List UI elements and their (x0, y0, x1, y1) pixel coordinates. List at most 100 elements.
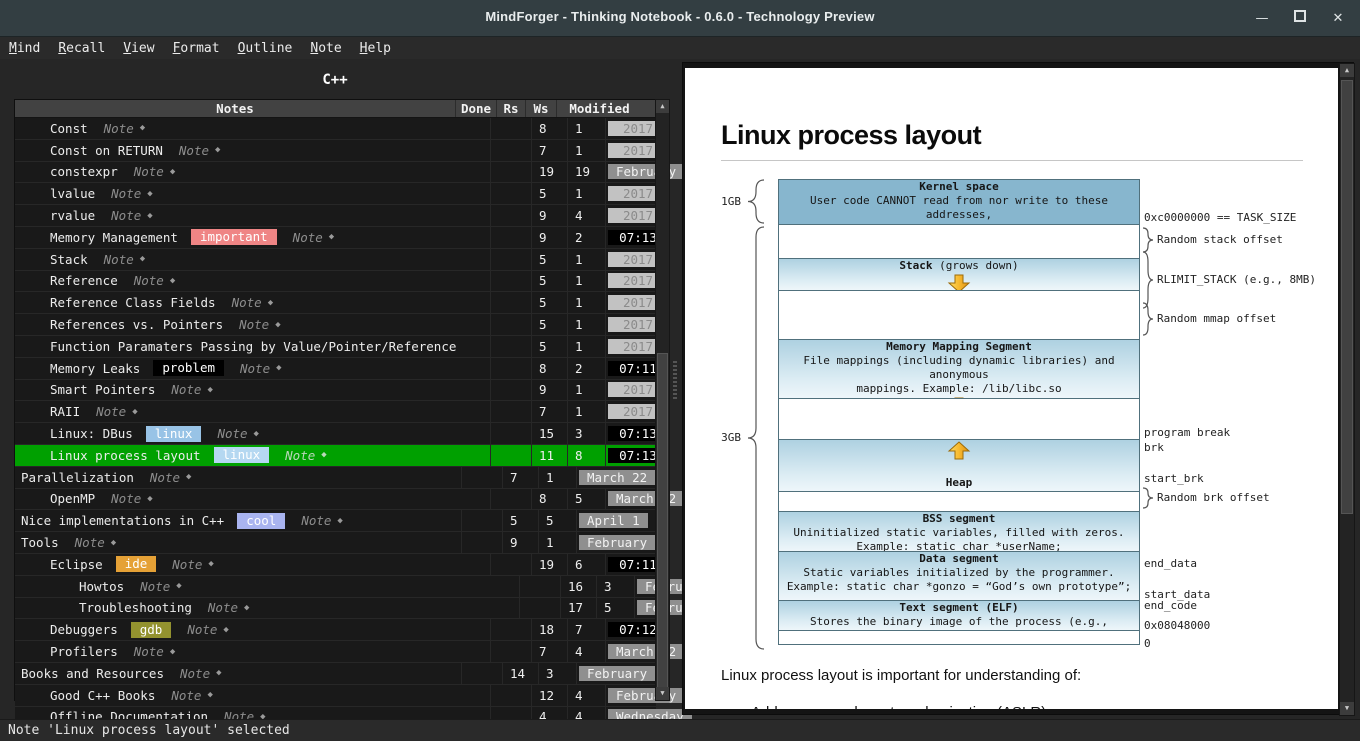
scroll-up-icon[interactable]: ▲ (656, 100, 669, 113)
document-scrollbar-thumb[interactable] (1341, 80, 1353, 514)
document-heading: Linux process layout (721, 120, 982, 150)
diagram-annotation: Random brk offset (1157, 491, 1270, 504)
diagram-annotation: Random stack offset (1157, 233, 1283, 246)
done-cell (491, 488, 532, 510)
note-suffix: Note (187, 622, 218, 638)
menu-item-view[interactable]: View (123, 40, 155, 56)
document-scrollbar[interactable]: ▲ ▼ (1339, 63, 1355, 716)
writes-cell: 1 (568, 401, 606, 423)
close-icon[interactable]: ✕ (1332, 10, 1344, 26)
done-cell (491, 139, 532, 161)
writes-cell: 19 (568, 161, 606, 183)
menu-item-outline[interactable]: Outline (237, 40, 293, 56)
modified-badge: 2017 (608, 295, 668, 311)
modified-badge: March 22 (579, 469, 656, 485)
menu-item-recall[interactable]: Recall (58, 40, 106, 56)
column-header-done[interactable]: Done (456, 100, 497, 117)
diamond-icon: ◆ (275, 319, 281, 330)
note-suffix: Note (96, 404, 127, 420)
note-suffix: Note (103, 251, 134, 267)
modified-cell: 2017 (606, 292, 693, 313)
box-text-line: doing so results in a Segmentation Fault (779, 222, 1139, 224)
done-cell (462, 532, 503, 553)
scroll-up-icon[interactable]: ▲ (1340, 64, 1354, 77)
done-cell (491, 423, 532, 444)
box-text-line: Example: static char *userName; (856, 540, 1062, 552)
done-cell (491, 292, 532, 314)
window-controls: — ✕ (1254, 0, 1360, 36)
column-header-notes[interactable]: Notes (15, 100, 456, 117)
table-scrollbar[interactable]: ▲ ▼ (655, 99, 670, 701)
reads-cell: 19 (532, 553, 568, 575)
column-header-ws[interactable]: Ws (526, 100, 557, 117)
diagram-annotation: RLIMIT_STACK (e.g., 8MB) (1157, 273, 1316, 286)
right-brace-icon (1142, 302, 1154, 340)
modified-cell: 07:12 (606, 619, 693, 640)
maximize-icon[interactable] (1292, 10, 1308, 26)
writes-cell: 1 (568, 335, 606, 357)
column-header-modified[interactable]: Modified (569, 101, 630, 116)
note-label: Const on RETURN (50, 142, 163, 158)
note-label: Troubleshooting (79, 600, 192, 616)
scroll-down-icon[interactable]: ▼ (1340, 702, 1354, 715)
column-header-rs[interactable]: Rs (497, 100, 526, 117)
box-text-line: File mappings (including dynamic librari… (803, 354, 1115, 381)
reads-cell: 14 (503, 662, 539, 684)
note-label: Memory Leaks (50, 360, 141, 376)
table-row[interactable]: Function Paramaters Passing by Value/Poi… (15, 335, 668, 358)
menu-item-note[interactable]: Note (310, 40, 342, 56)
diagram-annotation: 0x08048000 (1144, 619, 1211, 632)
note-suffix: Note (171, 687, 202, 703)
modified-badge: 2017 (608, 120, 668, 136)
diamond-icon: ◆ (215, 145, 221, 156)
diamond-icon: ◆ (169, 646, 176, 657)
done-cell (491, 226, 532, 248)
splitter-handle[interactable] (673, 359, 677, 399)
done-cell (491, 619, 532, 641)
menu-item-format[interactable]: Format (172, 40, 220, 56)
minimize-icon[interactable]: — (1255, 10, 1269, 26)
table-scrollbar-thumb[interactable] (657, 353, 668, 688)
modified-badge: 07:13 (608, 447, 668, 463)
modified-badge: 07:13 (608, 229, 668, 245)
note-suffix: Note (111, 208, 142, 224)
scroll-down-icon[interactable]: ▼ (656, 687, 669, 700)
tag-badge: problem (153, 360, 224, 377)
modified-badge: 07:11 (608, 360, 668, 376)
note-label: Const (50, 120, 88, 136)
modified-badge: 2017 (608, 142, 668, 158)
menu-item-mind[interactable]: Mind (9, 40, 41, 56)
menu-item-help[interactable]: Help (359, 40, 391, 56)
